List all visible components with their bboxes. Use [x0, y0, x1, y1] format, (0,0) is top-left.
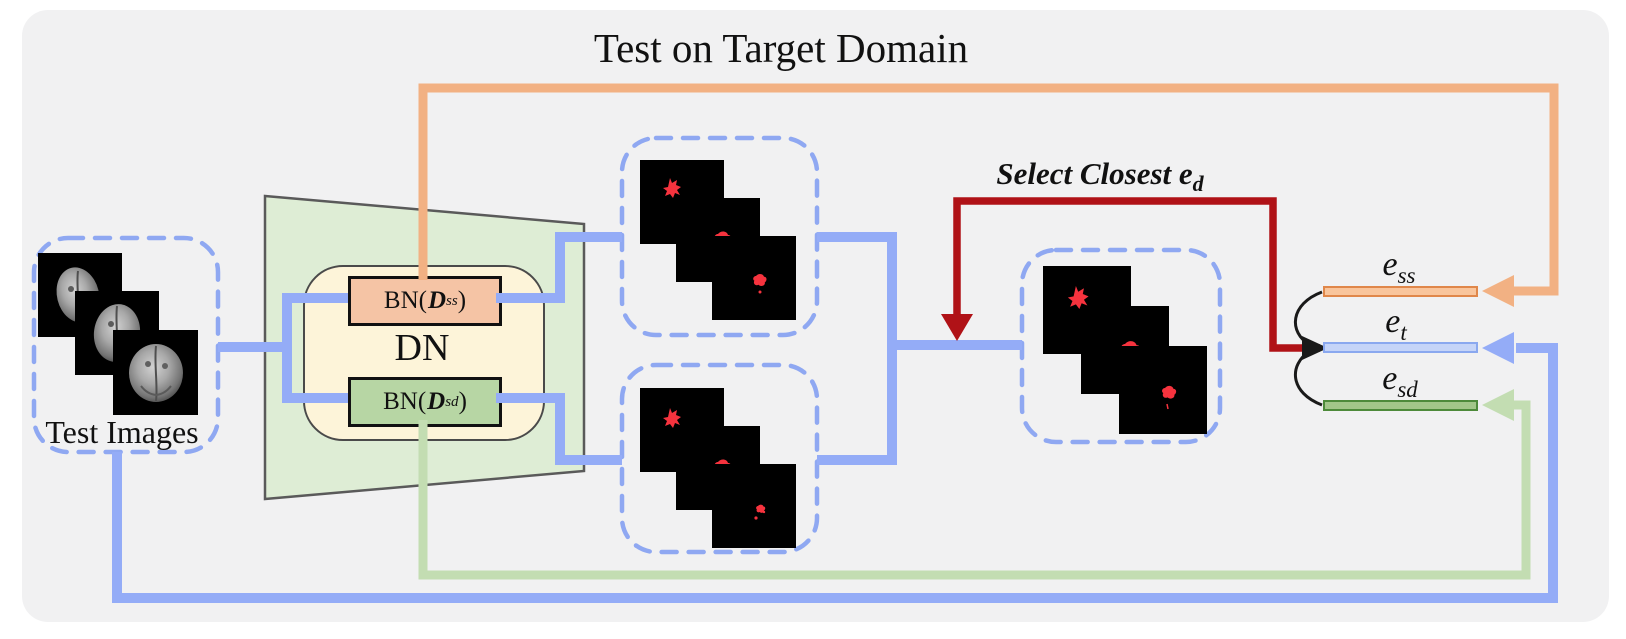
et-sub: t: [1400, 319, 1407, 345]
ess-sub: ss: [1397, 262, 1416, 288]
select-closest-label: Select Closest ed: [996, 156, 1203, 197]
select-closest-var-sub: d: [1192, 171, 1204, 197]
figure-background-card: [22, 10, 1609, 622]
embedding-bar-esd: [1323, 400, 1478, 411]
bn-ss-suffix: ): [457, 287, 467, 314]
bn-ss-domain-symbol: D: [427, 287, 447, 314]
bn-sd-prefix: BN(: [383, 388, 427, 415]
et-base: e: [1385, 303, 1401, 340]
figure-title: Test on Target Domain: [593, 25, 969, 71]
embedding-bar-et: [1323, 342, 1478, 353]
segmentation-mask-image: [712, 236, 796, 320]
segmentation-mask-image: [1119, 346, 1207, 434]
bn-ss-prefix: BN(: [383, 287, 427, 314]
esd-sub: sd: [1397, 376, 1418, 402]
ess-base: e: [1382, 246, 1398, 283]
bn-sd-domain-symbol: D: [427, 388, 446, 415]
select-closest-text: Select Closest: [996, 156, 1179, 191]
esd-base: e: [1382, 360, 1398, 397]
embedding-label-et: et: [1385, 303, 1406, 346]
test-images-label: Test Images: [45, 414, 199, 450]
embedding-label-ess: ess: [1383, 246, 1416, 289]
dn-network-label: DN: [394, 327, 450, 369]
embedding-bar-ess: [1323, 286, 1478, 297]
bn-sd-suffix: ): [458, 388, 467, 415]
embedding-label-esd: esd: [1382, 360, 1418, 403]
select-closest-var: e: [1178, 156, 1193, 191]
brain-mri-image: [113, 330, 198, 415]
segmentation-mask-image: [712, 464, 796, 548]
